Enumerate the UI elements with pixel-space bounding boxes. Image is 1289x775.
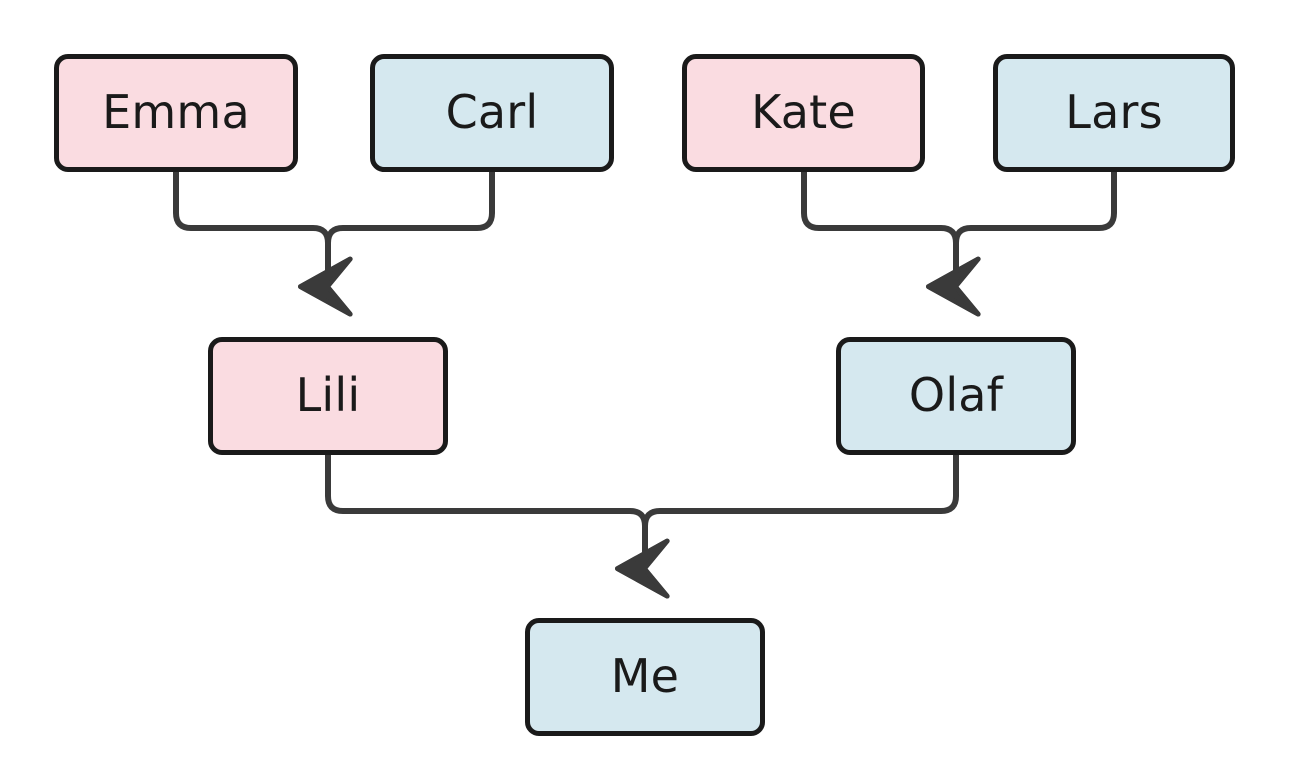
- node-me-label: Me: [610, 649, 680, 703]
- edge-emma-lili: [173, 169, 353, 317]
- node-olaf[interactable]: Olaf: [836, 337, 1076, 455]
- node-kate-label: Kate: [751, 85, 856, 139]
- edge-lili-me: [325, 452, 670, 599]
- node-lars-label: Lars: [1065, 85, 1163, 139]
- node-lili-label: Lili: [295, 368, 361, 422]
- node-me[interactable]: Me: [525, 618, 765, 736]
- node-carl-label: Carl: [445, 85, 539, 139]
- node-emma-label: Emma: [102, 85, 250, 139]
- node-olaf-label: Olaf: [908, 368, 1004, 422]
- node-lars[interactable]: Lars: [993, 54, 1235, 172]
- edge-lars-olaf: [926, 169, 1117, 317]
- node-kate[interactable]: Kate: [682, 54, 925, 172]
- edge-carl-lili: [298, 169, 495, 317]
- edge-olaf-me: [615, 452, 959, 599]
- node-lili[interactable]: Lili: [208, 337, 448, 455]
- edge-kate-olaf: [801, 169, 981, 317]
- node-carl[interactable]: Carl: [370, 54, 614, 172]
- node-emma[interactable]: Emma: [54, 54, 298, 172]
